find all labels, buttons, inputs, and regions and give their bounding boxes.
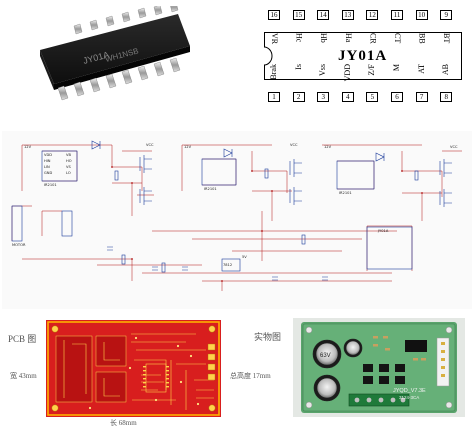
schematic-connector-1 — [11, 205, 23, 242]
chip-photo: JY01A WH1NSB — [18, 1, 196, 106]
pin-6-label: M — [392, 64, 401, 72]
pin-15-number: 15 — [295, 11, 303, 19]
pin-16-label: VR — [270, 33, 279, 45]
pcb-layout-image — [46, 320, 221, 417]
schematic-wiring — [11, 140, 462, 291]
pin-5-label: Z/F — [367, 64, 377, 76]
pcb-caption: PCB 图 — [8, 334, 37, 344]
soic-chip-image: JY01A WH1NSB — [40, 1, 190, 101]
pin-5-number: 5 — [370, 93, 375, 101]
pin-9-number: 9 — [444, 11, 448, 19]
pcb-width-label: 宽 43mm — [10, 372, 37, 380]
schematic-driver-c — [336, 160, 375, 190]
pinout-chip-name: JY01A — [338, 48, 388, 64]
sch-pin-lin: LIN — [44, 165, 50, 169]
pin-9-label: BT — [442, 33, 452, 44]
sch-pin-vdd: VDD — [44, 153, 52, 157]
pin-14-number: 14 — [319, 11, 327, 19]
capacitor-marking: 63V — [320, 353, 331, 359]
pin-4-box: 4 — [341, 92, 354, 102]
sch-5v: 5V — [242, 255, 247, 259]
pin-8-number: 8 — [444, 93, 448, 101]
pin-13-number: 13 — [344, 11, 352, 19]
schematic-main-ic — [366, 226, 413, 270]
pin-11-number: 11 — [393, 11, 401, 19]
pin-8-box: 8 — [440, 92, 453, 102]
pin-1-label: Brak — [269, 64, 278, 80]
pin-14-box: 14 — [317, 10, 330, 20]
pin-4-number: 4 — [346, 93, 350, 101]
pin-12-number: 12 — [368, 11, 376, 19]
board-photo-image: 63V JYQD_V7.3E 3124-3CA — [293, 318, 465, 417]
pin-7-box: 7 — [415, 92, 428, 102]
pin-4-label: VDD — [342, 64, 352, 82]
pin-1-number: 1 — [272, 93, 276, 101]
pin-6-box: 6 — [391, 92, 403, 102]
pin-8-label: AB — [441, 64, 451, 76]
pin-13-box: 13 — [341, 10, 354, 20]
board-marking-2: 3124-3CA — [399, 395, 419, 400]
pin-12-label: CR — [368, 33, 378, 44]
pin-10-number: 10 — [418, 11, 426, 19]
schematic-regulator — [221, 258, 241, 272]
pin-7-number: 7 — [419, 93, 424, 101]
pin-6-number: 6 — [395, 93, 399, 101]
sch-pin-gnd: GND — [44, 171, 53, 175]
pin-13-label: Ha — [343, 33, 353, 43]
sch-main-ic-name: JY01A — [378, 229, 389, 233]
sch-regulator-name: 7812 — [223, 263, 233, 267]
board-marking-1: JYQD_V7.3E — [393, 388, 426, 394]
sch-pin-vs: VS — [66, 165, 71, 169]
schematic-connector-2 — [61, 210, 73, 237]
pin-3-number: 3 — [321, 93, 325, 101]
sch-ic-c: IR2101 — [339, 191, 352, 195]
pin-15-box: 15 — [292, 10, 305, 20]
sch-pin-hin: HIN — [44, 159, 51, 163]
pin-1-box: 1 — [268, 92, 280, 102]
sch-vcc-c: VCC — [450, 145, 458, 149]
pin-2-label: Is — [293, 64, 303, 70]
sch-12v-b: 12V — [184, 145, 192, 149]
pinout-chip-body — [264, 32, 462, 80]
pin-14-label: Hb — [319, 33, 329, 43]
pin-11-box: 11 — [391, 10, 403, 20]
pin-3-label: Vss — [318, 64, 328, 77]
schematic-driver-b — [201, 158, 237, 186]
schematic-driver-a — [41, 150, 78, 182]
schematic-diagram: 12V 12V 12V VCC VCC VCC IR2101 IR2101 IR… — [2, 131, 472, 309]
sch-pin-vb: VB — [66, 153, 71, 157]
pin-5-box: 5 — [366, 92, 379, 102]
board-photo-drawing: 63V JYQD_V7.3E 3124-3CA — [293, 318, 465, 417]
pin-15-label: Hc — [294, 33, 304, 43]
pin-9-box: 9 — [440, 10, 453, 20]
pcb-length-label: 长 68mm — [110, 419, 137, 427]
pin-16-number: 16 — [270, 11, 278, 19]
sch-pin-ho: HO — [66, 159, 72, 163]
pinout-notch — [263, 46, 273, 66]
sch-12v-a: 12V — [24, 145, 32, 149]
pin-11-label: CT — [393, 33, 402, 44]
pin-7-label: AT — [416, 64, 426, 74]
sch-vcc-a: VCC — [146, 143, 154, 147]
sch-ic-b: IR2101 — [204, 187, 217, 191]
pin-16-box: 16 — [268, 10, 280, 20]
pin-2-number: 2 — [296, 93, 301, 101]
photo-caption: 实物图 — [254, 332, 282, 342]
sch-motor: MOTOR — [12, 243, 26, 247]
pcb-layout-drawing — [46, 320, 221, 417]
photo-height-label: 总高度 17mm — [230, 372, 271, 380]
pin-2-box: 2 — [292, 92, 305, 102]
sch-pin-lo: LO — [66, 171, 71, 175]
sch-ic-a: IR2101 — [44, 183, 57, 187]
pin-3-box: 3 — [317, 92, 330, 102]
sch-vcc-b: VCC — [290, 143, 298, 147]
pin-10-label: BB — [417, 33, 427, 44]
sch-12v-c: 12V — [324, 145, 332, 149]
pin-12-box: 12 — [366, 10, 379, 20]
pin-10-box: 10 — [415, 10, 428, 20]
